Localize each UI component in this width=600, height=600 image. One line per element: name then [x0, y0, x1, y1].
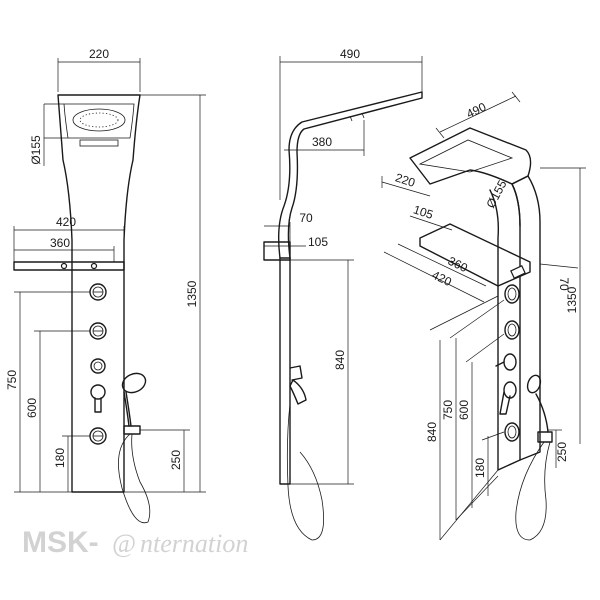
dim-front-head-diameter: Ø155	[29, 135, 43, 165]
dim-side-arm: 380	[312, 135, 332, 149]
dim-front-jet-mid: 600	[25, 398, 39, 418]
side-head-underside	[359, 97, 423, 115]
side-view: 490 380 70 105 840	[263, 47, 423, 541]
dim-front-shelf-inner: 360	[50, 236, 70, 250]
dim-iso-jet-high: 750	[441, 400, 455, 420]
dim-iso-shelf-thick: 105	[412, 202, 436, 222]
dim-iso-depth: 490	[464, 100, 488, 122]
side-hand-shower	[289, 379, 307, 405]
iso-shelf-block	[510, 265, 526, 279]
front-shelf	[13, 261, 125, 271]
side-shelf	[263, 241, 291, 261]
side-mixer-knob	[289, 365, 303, 381]
dim-iso-jet-low: 180	[473, 458, 487, 478]
front-shelf-pin-right	[90, 262, 98, 270]
iso-body-jet-1	[504, 284, 520, 304]
iso-head	[409, 127, 532, 185]
side-hose	[286, 403, 325, 541]
dim-iso-shelf-depth: 70	[557, 277, 571, 291]
dim-side-depth: 490	[340, 47, 360, 61]
dim-front-total-height: 1350	[185, 280, 199, 307]
front-rain-nozzles	[79, 112, 119, 128]
iso-diverter-knob	[495, 353, 517, 371]
watermark-logo: @	[112, 529, 136, 558]
side-arm-outline	[277, 91, 423, 259]
front-rain-head	[72, 108, 126, 132]
front-shelf-pin-left	[60, 262, 68, 270]
front-mixer-lever	[90, 384, 106, 413]
front-hand-shower	[118, 372, 151, 524]
side-dimensions: 490 380 70 105 840	[264, 47, 423, 485]
dim-front-hand-holder: 250	[169, 450, 183, 470]
watermark-text-left: MSK-	[22, 526, 99, 559]
iso-view: 490 220 Ø155 105 360 420 70 1350	[381, 91, 586, 541]
watermark-text-right: nternation	[140, 529, 248, 558]
dim-front-head-width: 220	[89, 47, 109, 61]
front-diverter-knob	[90, 358, 106, 374]
iso-dimensions: 490 220 Ø155 105 360 420 70 1350	[381, 91, 586, 541]
dim-front-jet-high: 750	[5, 370, 19, 390]
front-body-jet-3	[89, 427, 107, 445]
front-body-jet-2	[89, 322, 107, 340]
iso-hand-shower	[515, 374, 553, 541]
front-head-slot	[79, 139, 119, 147]
iso-body-jet-2	[504, 320, 520, 340]
dim-front-jet-low: 180	[53, 448, 67, 468]
iso-mixer-lever	[499, 381, 517, 415]
front-head-recess	[63, 103, 135, 139]
dim-front-shelf-outer: 420	[56, 215, 76, 229]
dim-iso-lower-height: 840	[425, 422, 439, 442]
dim-iso-hand-holder: 250	[555, 442, 569, 462]
dim-iso-head-diameter: Ø155	[483, 178, 509, 211]
side-panel-outline	[279, 257, 291, 485]
front-dimensions: 220 Ø155 420 360 1350 750	[5, 47, 206, 493]
dim-side-shelf-depth: 70	[299, 211, 313, 225]
dim-iso-shelf-outer: 420	[430, 268, 454, 290]
front-view: 220 Ø155 420 360 1350 750	[5, 47, 206, 524]
dim-iso-shelf-inner: 360	[446, 254, 470, 276]
iso-body-jet-3	[504, 422, 520, 442]
front-panel-outline	[57, 94, 141, 493]
iso-head-inner	[418, 139, 514, 173]
dim-iso-total-height: 1350	[565, 286, 579, 313]
dim-side-shelf-thick: 105	[308, 235, 328, 249]
watermark: MSK- @ nternation	[22, 526, 248, 559]
dim-iso-jet-mid: 600	[457, 400, 471, 420]
dim-side-lower-height: 840	[333, 350, 347, 370]
front-body-jet-1	[89, 283, 107, 301]
dim-iso-head-width: 220	[394, 170, 418, 190]
iso-panel-side	[511, 175, 541, 461]
